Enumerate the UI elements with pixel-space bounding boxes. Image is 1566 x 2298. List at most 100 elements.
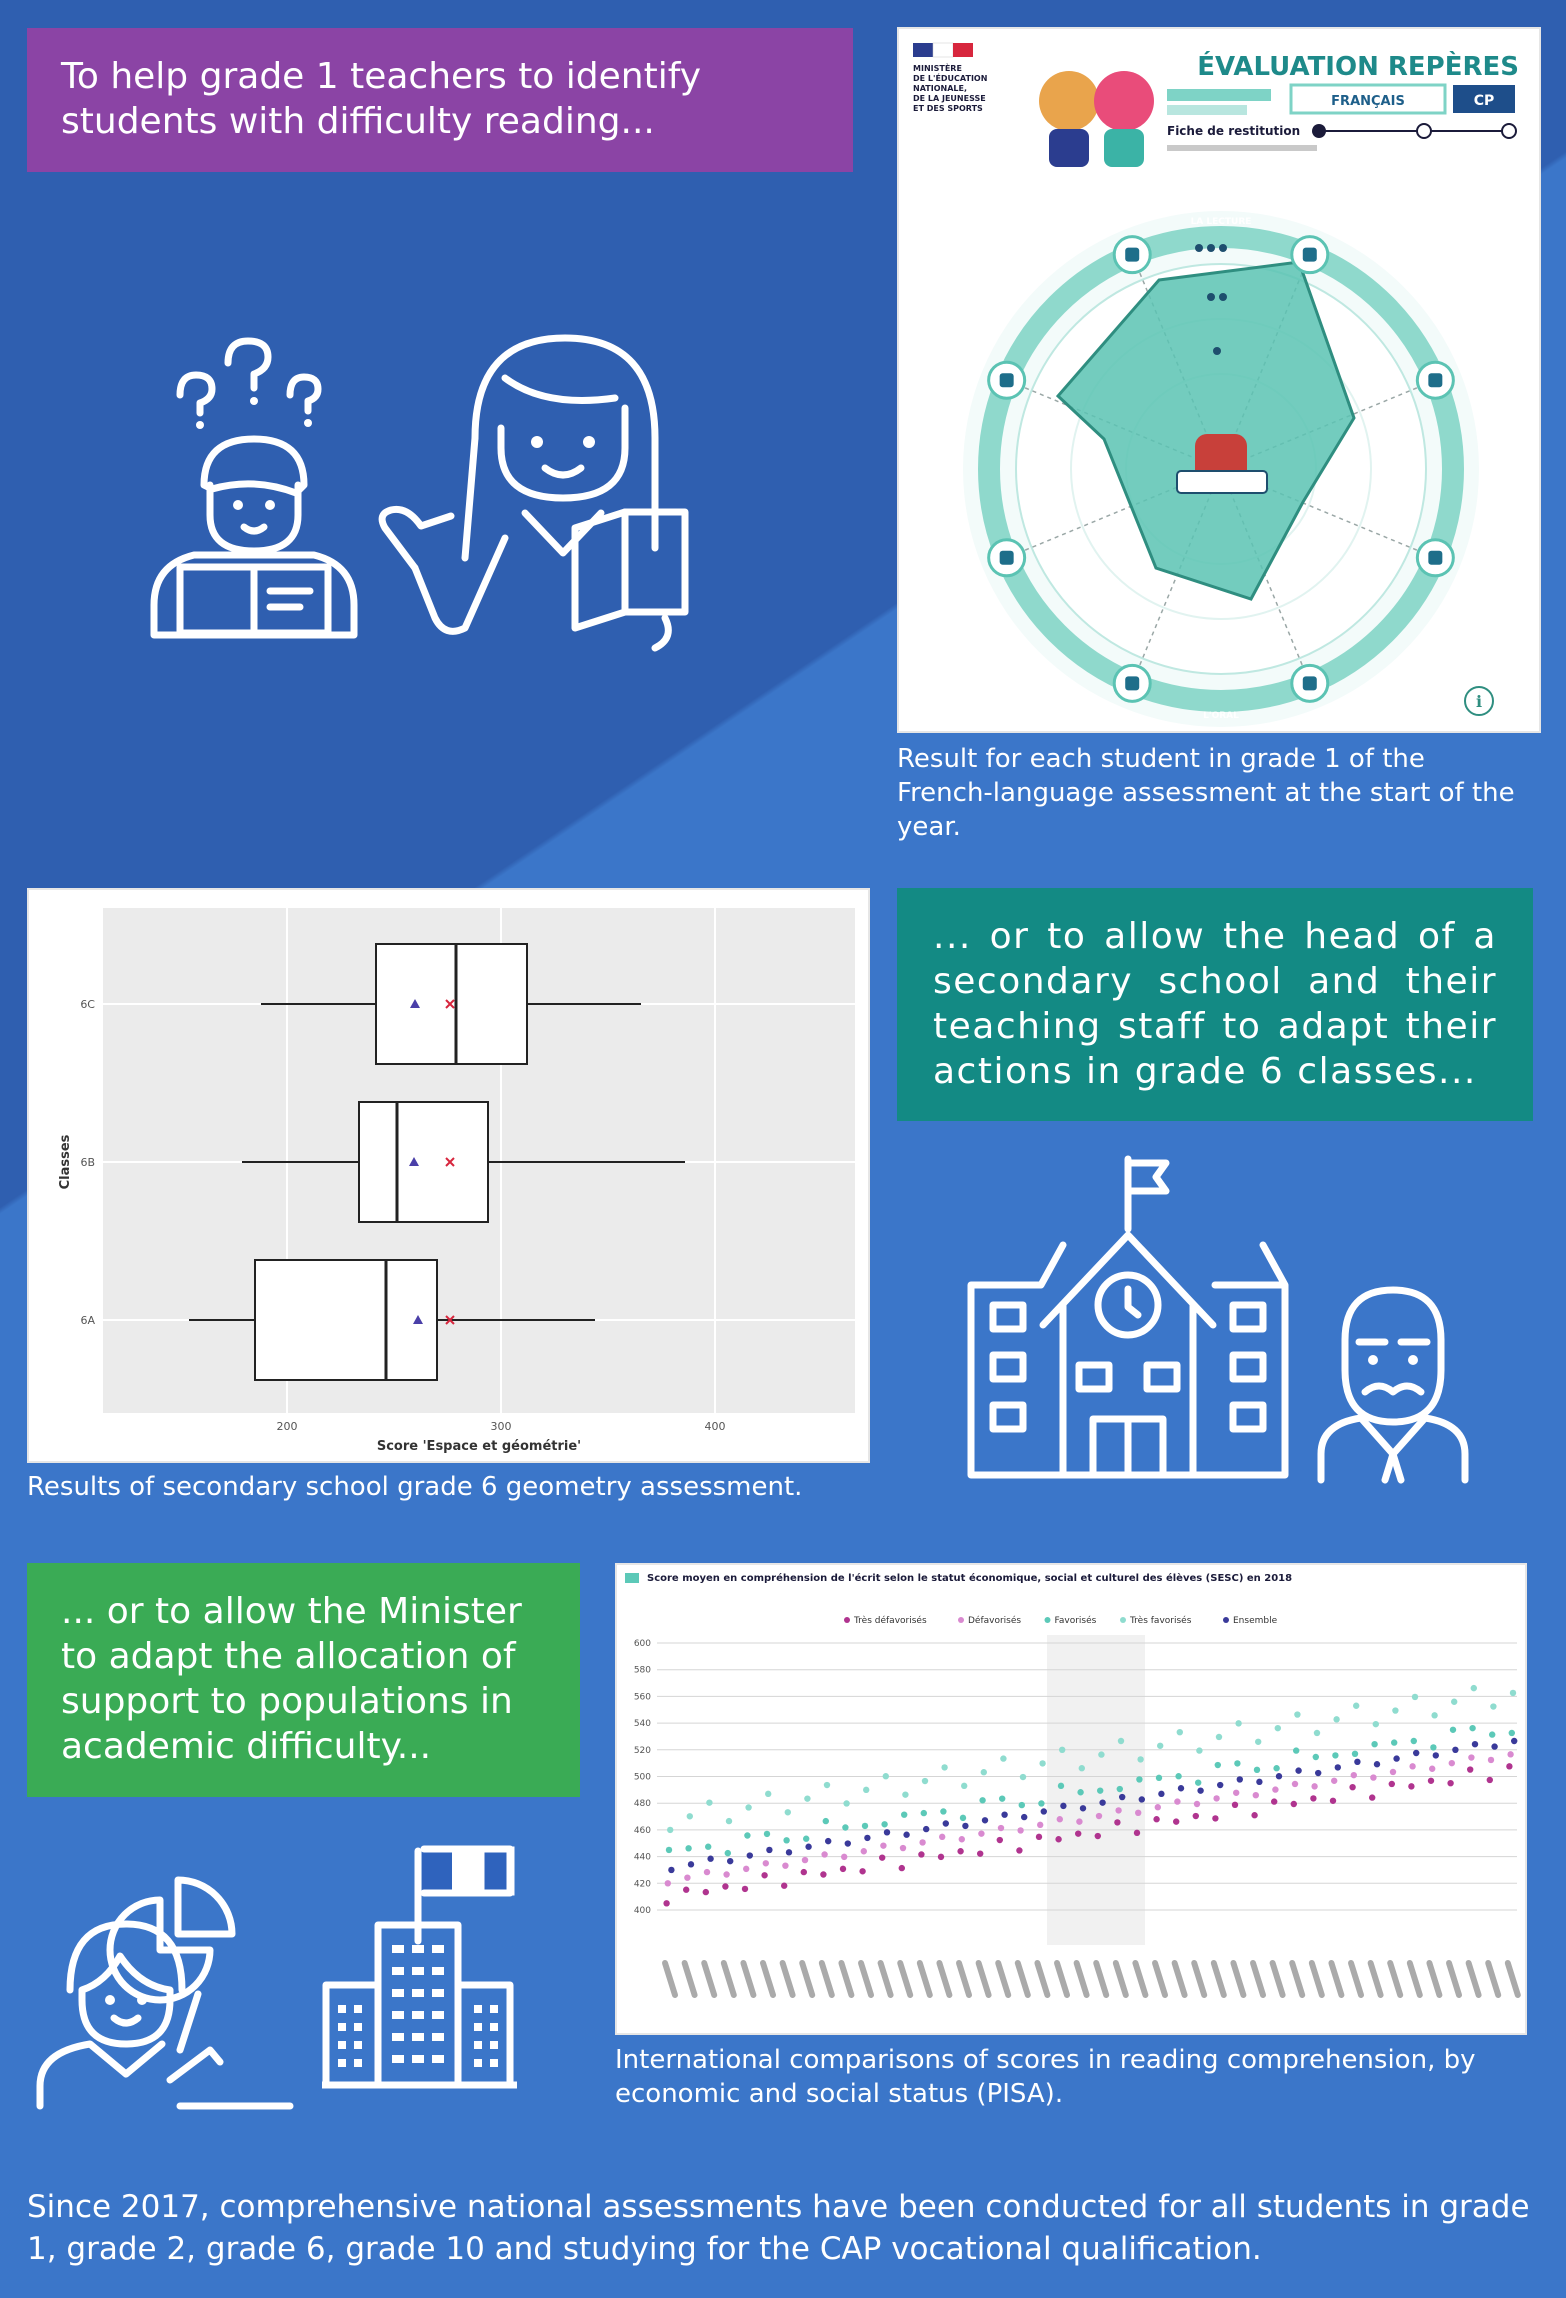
pisa-point — [899, 1844, 907, 1852]
pisa-point — [1393, 1755, 1400, 1762]
pisa-point — [1489, 1731, 1496, 1738]
pisa-point — [978, 1830, 985, 1837]
pisa-point — [1451, 1698, 1458, 1705]
building-window — [354, 2023, 362, 2031]
pisa-point — [903, 1831, 910, 1838]
pisa-legend-label: Favorisés — [1055, 1615, 1097, 1626]
pisa-x-label-mark — [1171, 1960, 1188, 1998]
pisa-legend-swatch — [844, 1617, 850, 1623]
pisa-point — [1511, 1737, 1518, 1745]
level-label: CP — [1474, 93, 1495, 109]
competence-icon-glyph — [1302, 247, 1317, 262]
pisa-point — [1173, 1818, 1180, 1825]
pisa-point — [1449, 1726, 1457, 1733]
building-window — [392, 2055, 404, 2063]
pisa-point — [1490, 1703, 1497, 1710]
boxplot-x-tick: 400 — [705, 1420, 726, 1433]
pisa-x-label-mark — [1093, 1960, 1110, 1998]
pisa-point — [1275, 1773, 1283, 1780]
pisa-point — [1333, 1716, 1340, 1723]
pisa-point — [1154, 1804, 1161, 1811]
pisa-point — [1138, 1796, 1145, 1803]
pisa-point — [883, 1829, 891, 1836]
pisa-point — [825, 1837, 832, 1845]
sheet-title: ÉVALUATION REPÈRES — [1197, 50, 1519, 82]
pisa-x-label-mark — [838, 1960, 855, 1998]
pisa-point — [957, 1848, 964, 1855]
confused-student-reading-icon — [140, 335, 370, 655]
pisa-legend-label: Très favorisés — [1129, 1615, 1192, 1626]
pisa-point — [1295, 1767, 1302, 1774]
pisa-x-label-mark — [1504, 1960, 1521, 1998]
building-window — [412, 1989, 424, 1997]
pisa-point — [663, 1900, 670, 1907]
pisa-x-label-mark — [936, 1960, 953, 1998]
pisa-point — [979, 1797, 986, 1804]
pisa-point — [981, 1817, 989, 1824]
pisa-point — [1447, 1779, 1454, 1787]
building-window — [474, 2005, 482, 2013]
pisa-point — [977, 1850, 984, 1857]
boxplot-box — [375, 943, 528, 1065]
pisa-x-label-mark — [1289, 1960, 1306, 1998]
intro-box-secondary: ... or to allow the head of a secondary … — [897, 888, 1533, 1121]
pisa-x-label-mark — [1132, 1960, 1149, 1998]
pisa-x-label-mark — [1250, 1960, 1266, 1998]
pisa-legend-swatch — [1120, 1617, 1126, 1623]
pisa-point — [1213, 1795, 1220, 1802]
pisa-point — [1079, 1805, 1087, 1812]
analyst-with-pie-chart-icon — [30, 1850, 315, 2110]
pisa-point — [785, 1849, 793, 1856]
radar-spoke — [1131, 254, 1222, 470]
pisa-point — [1195, 1779, 1202, 1786]
pisa-point — [1016, 1847, 1023, 1854]
svg-text:i: i — [1476, 692, 1482, 711]
pisa-point — [1373, 1761, 1381, 1768]
pisa-point — [668, 1866, 675, 1874]
pisa-point — [843, 1800, 850, 1807]
pisa-point — [1115, 1807, 1122, 1814]
building-window — [412, 1945, 424, 1953]
subject-label: FRANÇAIS — [1331, 94, 1405, 109]
pisa-point — [783, 1837, 790, 1844]
pisa-point — [1037, 1821, 1044, 1829]
pisa-point — [1448, 1759, 1455, 1767]
pisa-point — [1388, 1780, 1395, 1788]
pisa-point — [1233, 1789, 1240, 1796]
pisa-point — [923, 1825, 930, 1833]
pisa-point — [667, 1826, 674, 1834]
competence-icon-glyph — [1125, 676, 1140, 691]
pisa-point — [722, 1883, 729, 1890]
pisa-point — [821, 1851, 828, 1858]
pisa-x-label-mark — [1152, 1960, 1168, 1998]
pisa-point — [664, 1880, 671, 1887]
pisa-legend-label: Ensemble — [1233, 1616, 1278, 1626]
pisa-point — [703, 1868, 711, 1876]
building-window — [432, 1945, 444, 1953]
pisa-x-label-mark — [877, 1960, 894, 1998]
pisa-point — [763, 1830, 771, 1838]
pisa-point — [1408, 1783, 1415, 1790]
pisa-x-label-mark — [1446, 1960, 1462, 1998]
pisa-y-tick: 480 — [634, 1799, 651, 1809]
pisa-point — [962, 1822, 969, 1830]
competence-icon-glyph — [1125, 247, 1140, 262]
pisa-point — [1351, 1750, 1359, 1758]
competence-icon-glyph — [1428, 373, 1443, 388]
pisa-point — [879, 1854, 886, 1861]
pisa-point — [1000, 1755, 1007, 1762]
intro-box-teachers: To help grade 1 teachers to identify stu… — [27, 28, 853, 172]
building-window — [474, 2059, 482, 2067]
pisa-point — [937, 1853, 945, 1861]
pisa-point — [820, 1871, 827, 1878]
pisa-point — [1274, 1724, 1281, 1732]
pisa-point — [1040, 1808, 1047, 1815]
pisa-x-label-mark — [760, 1960, 776, 1998]
pisa-y-tick: 420 — [634, 1879, 651, 1889]
pisa-point — [1310, 1795, 1317, 1802]
pisa-y-tick: 440 — [634, 1853, 651, 1863]
pisa-point — [1371, 1740, 1378, 1748]
pisa-title: Score moyen en compréhension de l'écrit … — [647, 1572, 1292, 1584]
pisa-point — [997, 1824, 1005, 1832]
